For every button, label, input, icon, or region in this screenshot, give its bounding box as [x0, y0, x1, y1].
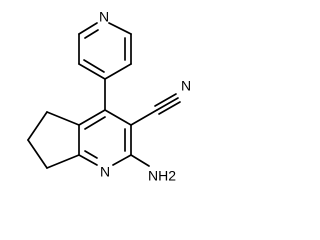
nitrile-nitrogen-label: N: [181, 78, 191, 94]
bond-c4-c5: [78, 63, 106, 80]
ring-nitrogen-label: N: [100, 164, 110, 180]
bond-c6-c7: [27, 139, 48, 169]
bond-c6-n1: [78, 22, 98, 35]
bond-c2-nh2: [130, 154, 150, 167]
molecule-svg: N N N NH2: [27, 9, 191, 184]
bond-c4a-c4-inner: [84, 116, 106, 130]
bond-c2-n1: [112, 154, 132, 166]
bond-c4a-c5: [46, 111, 80, 126]
central-ring: [78, 109, 132, 166]
bond-n1-c2: [108, 22, 132, 35]
bond-n1-c7a: [78, 154, 98, 166]
bond-c5-c6: [27, 111, 48, 141]
bond-c3-c4: [104, 63, 132, 80]
bond-cn-triple-3: [158, 101, 181, 115]
amino-group-label: NH2: [148, 168, 176, 184]
bond-c6-n1-inner: [84, 29, 99, 39]
bond-c3-cn: [130, 109, 158, 126]
bond-c4-c3: [104, 109, 132, 126]
pyridine-nitrogen-label: N: [99, 9, 109, 25]
cyclopentane-ring: [27, 111, 80, 169]
bond-c4-c5-inner: [83, 59, 105, 73]
molecule-diagram: N N N NH2: [27, 8, 192, 184]
bond-cn-triple-2: [154, 93, 177, 107]
bond-n1-c7a-inner: [84, 150, 98, 159]
bond-cn-triple-1: [156, 97, 179, 111]
nitrile-group: [130, 93, 181, 126]
bond-c4a-c4: [78, 109, 106, 126]
bond-c7-c7a: [46, 154, 80, 169]
pyridine-ring: [78, 22, 132, 80]
